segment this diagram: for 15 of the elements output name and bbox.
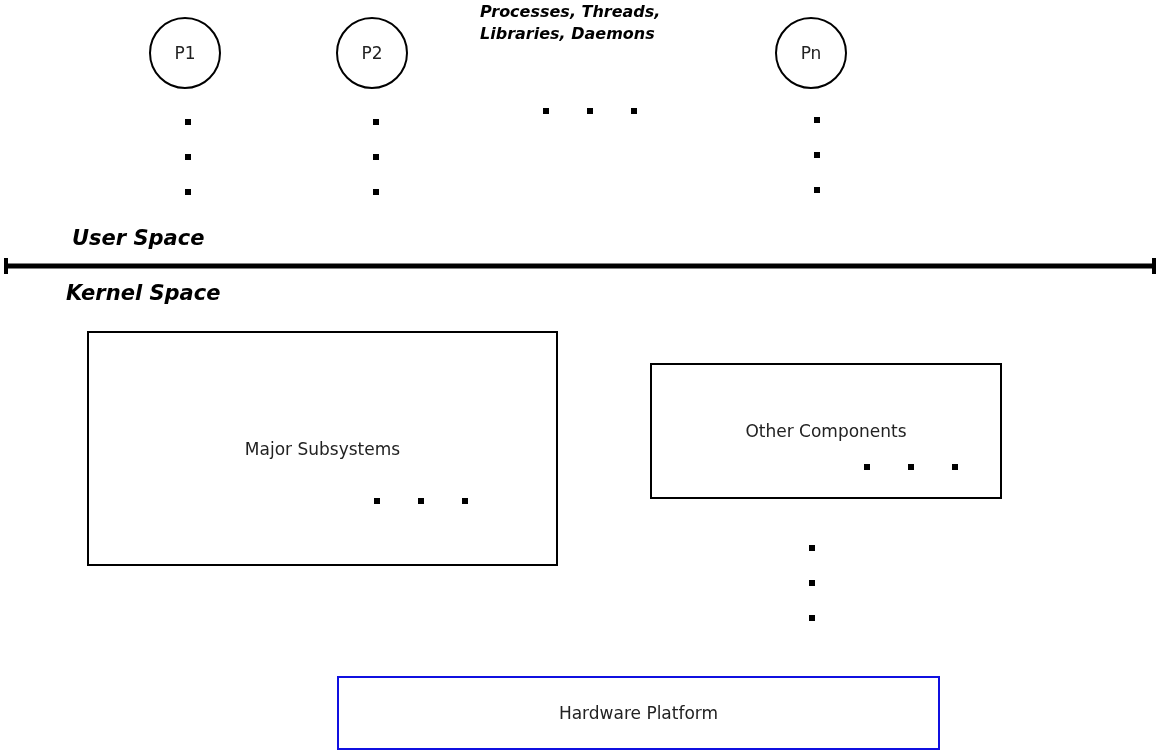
component-box [650,363,1002,499]
node-label: Other Components [745,421,907,441]
node-label: Major Subsystems [244,438,401,459]
component-box [337,676,940,750]
node-label: P1 [174,43,196,63]
section-label: Processes, Threads, Libraries, Daemons [480,1,662,45]
section-label: Kernel Space [66,281,222,305]
process-circle [149,17,221,89]
node-label: Pn [800,43,822,63]
process-circle [336,17,408,89]
section-label: User Space [72,226,206,250]
node-label: P2 [361,43,383,63]
process-circle [775,17,847,89]
component-box [87,331,558,566]
node-label: Hardware Platform [558,703,719,723]
